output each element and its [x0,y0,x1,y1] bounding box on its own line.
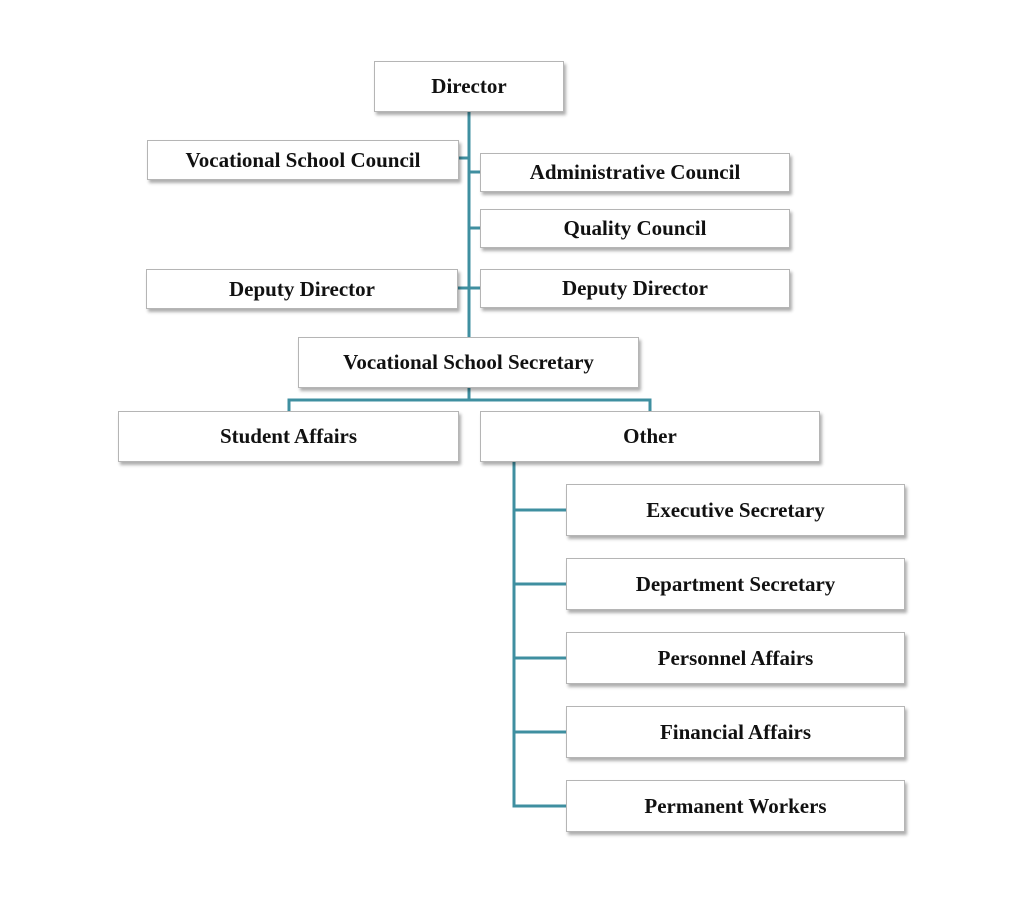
administrative-council-box: Administrative Council [480,153,790,192]
financial-affairs-box: Financial Affairs [566,706,905,758]
executive-secretary-box: Executive Secretary [566,484,905,536]
director-box: Director [374,61,564,112]
vocational-school-council-box: Vocational School Council [147,140,459,180]
other-box: Other [480,411,820,462]
quality-council-box: Quality Council [480,209,790,248]
department-secretary-box: Department Secretary [566,558,905,610]
personnel-affairs-box: Personnel Affairs [566,632,905,684]
student-affairs-box: Student Affairs [118,411,459,462]
deputy-director-right-box: Deputy Director [480,269,790,308]
permanent-workers-box: Permanent Workers [566,780,905,832]
vocational-school-secretary-box: Vocational School Secretary [298,337,639,388]
deputy-director-left-box: Deputy Director [146,269,458,309]
